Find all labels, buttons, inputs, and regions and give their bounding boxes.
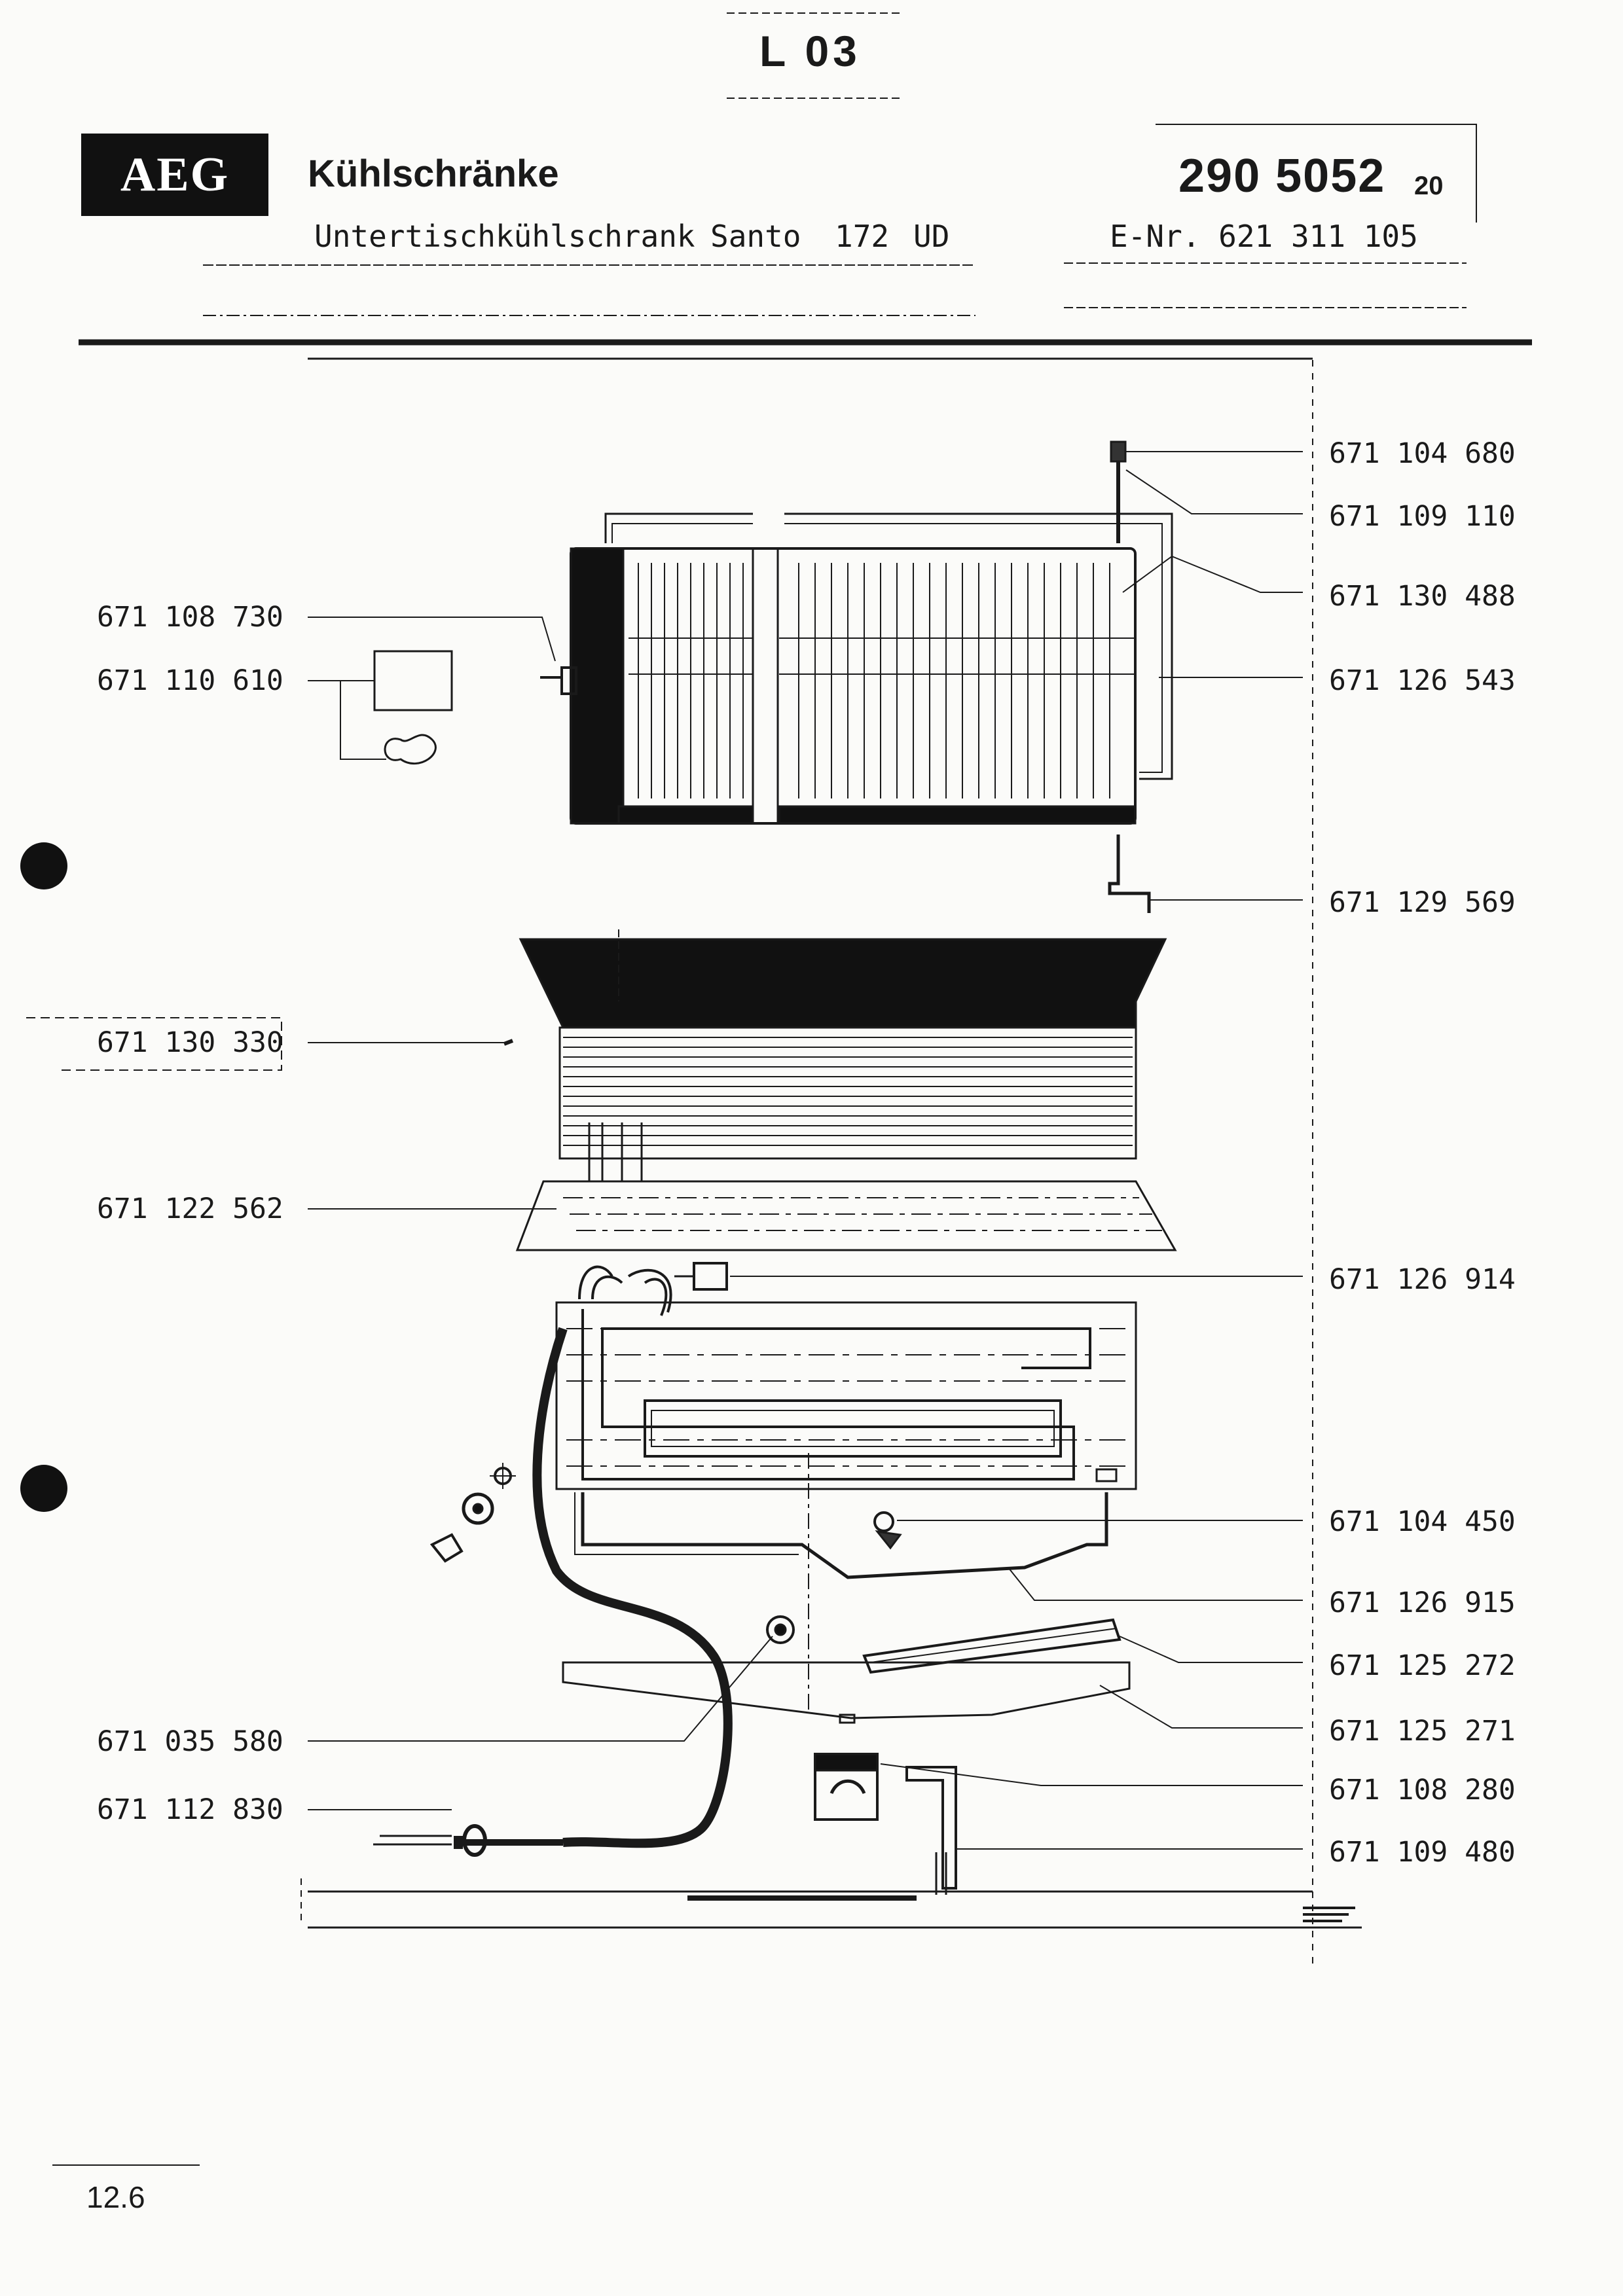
part-label-right: 671 104 680 (1329, 437, 1516, 470)
sheet-code: L 03 (759, 27, 861, 75)
part-label-right: 671 126 915 (1329, 1587, 1516, 1619)
part-label-right: 671 130 488 (1329, 580, 1516, 613)
part-label-right: 671 125 271 (1329, 1715, 1516, 1748)
e-number: E-Nr. 621 311 105 (1110, 219, 1418, 254)
part-label-right: 671 129 569 (1329, 886, 1516, 919)
part-label-left: 671 110 610 (97, 664, 283, 697)
part-label-left: 671 130 330 (97, 1026, 283, 1059)
part-label-right: 671 125 272 (1329, 1649, 1516, 1682)
part-label-right: 671 109 480 (1329, 1836, 1516, 1869)
part-label-left: 671 112 830 (97, 1793, 283, 1826)
document-suffix: 20 (1414, 171, 1444, 200)
part-label-left: 671 108 730 (97, 601, 283, 634)
part-label-right: 671 108 280 (1329, 1774, 1516, 1806)
model-variant: UD (913, 219, 950, 254)
aeg-logo: AEG (81, 134, 268, 216)
part-label-right: 671 104 450 (1329, 1505, 1516, 1538)
part-label-right: 671 126 914 (1329, 1263, 1516, 1296)
part-label-left: 671 035 580 (97, 1725, 283, 1758)
part-label-left: 671 122 562 (97, 1193, 283, 1225)
model-name: Santo (710, 219, 801, 254)
page-number: 12.6 (86, 2180, 145, 2214)
model-number: 172 (835, 219, 890, 254)
part-label-right: 671 109 110 (1329, 500, 1516, 533)
document-number: 290 5052 (1178, 150, 1386, 202)
part-label-right: 671 126 543 (1329, 664, 1516, 697)
category-title: Kühlschränke (308, 152, 559, 195)
model-type: Untertischkühlschrank (314, 219, 695, 254)
